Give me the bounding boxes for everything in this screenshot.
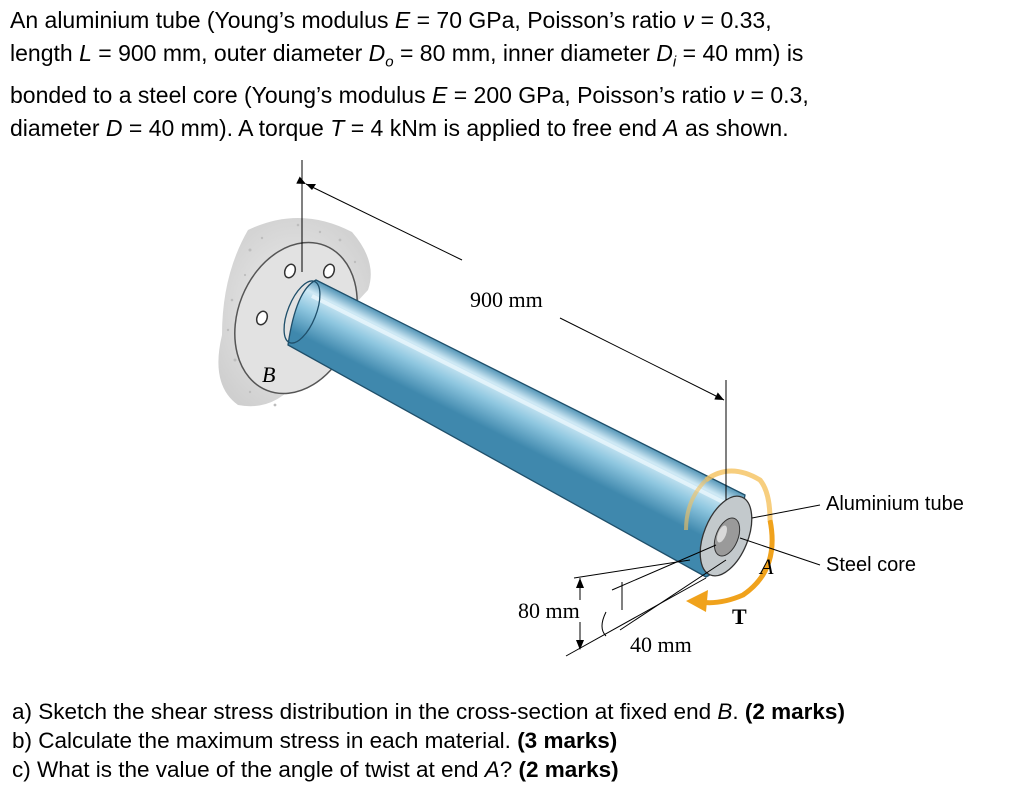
length-label: 900 mm — [470, 287, 543, 312]
bolt-holes — [255, 263, 336, 326]
question-a: a) Sketch the shear stress distribution … — [12, 699, 845, 724]
text: length — [10, 40, 80, 66]
text: = 40 mm). A torque — [122, 114, 331, 141]
symbol-A: A — [663, 114, 679, 141]
text: An aluminium tube (Young’s modulus — [10, 7, 395, 33]
tube-highlight — [311, 294, 736, 510]
symbol-L: L — [79, 40, 92, 66]
aluminium-tube — [287, 279, 746, 578]
steel-core-face — [713, 517, 741, 557]
torque-arrowhead — [686, 590, 708, 612]
text: diameter — [10, 114, 106, 141]
problem-line-4: diameter D = 40 mm). A torque T = 4 kNm … — [10, 112, 1015, 145]
symbol-Di: Di — [656, 40, 677, 71]
text: = 0.3, — [744, 81, 809, 108]
callout-leader-tube — [751, 504, 821, 519]
bolt-hole — [322, 263, 336, 279]
dim-arrow — [576, 578, 584, 588]
dim-arrow — [576, 640, 584, 650]
symbol-D: D — [105, 114, 123, 141]
outer-diameter-label: 80 mm — [518, 598, 580, 623]
fixed-end-label: B — [262, 362, 275, 387]
torque-arc — [699, 519, 775, 606]
torque-arc-front — [684, 478, 708, 531]
problem-statement: An aluminium tube (Young’s modulus E = 7… — [10, 4, 1015, 145]
free-end-label: A — [758, 554, 774, 579]
callout-aluminium-tube: Aluminium tube — [826, 493, 964, 515]
symbol-nu: ν — [732, 81, 745, 108]
symbol-T: T — [330, 114, 345, 141]
dim-arrow-start — [306, 184, 316, 190]
bolt-hole — [255, 310, 269, 326]
question-list: a) Sketch the shear stress distribution … — [12, 697, 1012, 784]
text: = 40 mm) is — [676, 40, 804, 66]
symbol-E: E — [431, 81, 448, 108]
marks: (2 marks) — [744, 699, 845, 724]
symbol-Do: Do — [368, 40, 394, 71]
text: = 4 kNm is applied to free end — [344, 114, 664, 141]
wall-speckle — [226, 223, 357, 407]
symbol-nu: ν — [682, 7, 695, 33]
bolt-hole — [283, 263, 297, 279]
problem-line-2: length L = 900 mm, outer diameter Do = 8… — [10, 37, 1015, 79]
length-dimension — [296, 160, 727, 500]
problem-line-1: An aluminium tube (Young’s modulus E = 7… — [10, 4, 1015, 37]
text: = 70 GPa, Poisson’s ratio — [410, 7, 683, 33]
callout-steel-core: Steel core — [826, 554, 916, 576]
tube-end-B — [283, 280, 321, 344]
torque-label: T — [732, 604, 747, 629]
question-b: b) Calculate the maximum stress in each … — [12, 728, 618, 753]
problem-line-3: bonded to a steel core (Young’s modulus … — [10, 79, 1015, 112]
symbol-E: E — [394, 7, 411, 33]
torque-arc-back — [704, 468, 773, 521]
marks: (2 marks) — [518, 757, 619, 782]
question-c: c) What is the value of the angle of twi… — [12, 757, 619, 782]
diameter-dimensions — [565, 544, 727, 657]
text: bonded to a steel core (Young’s modulus — [10, 81, 432, 108]
marks: (3 marks) — [517, 728, 618, 753]
text: = 80 mm, inner diameter — [393, 40, 657, 66]
inner-diameter-label: 40 mm — [630, 632, 692, 657]
text: = 0.33, — [694, 7, 772, 33]
text: as shown. — [678, 114, 789, 141]
text: = 200 GPa, Poisson’s ratio — [447, 81, 733, 108]
text: = 900 mm, outer diameter — [91, 40, 369, 66]
steel-core-highlight — [716, 525, 728, 543]
callout-leader-core — [739, 537, 821, 566]
